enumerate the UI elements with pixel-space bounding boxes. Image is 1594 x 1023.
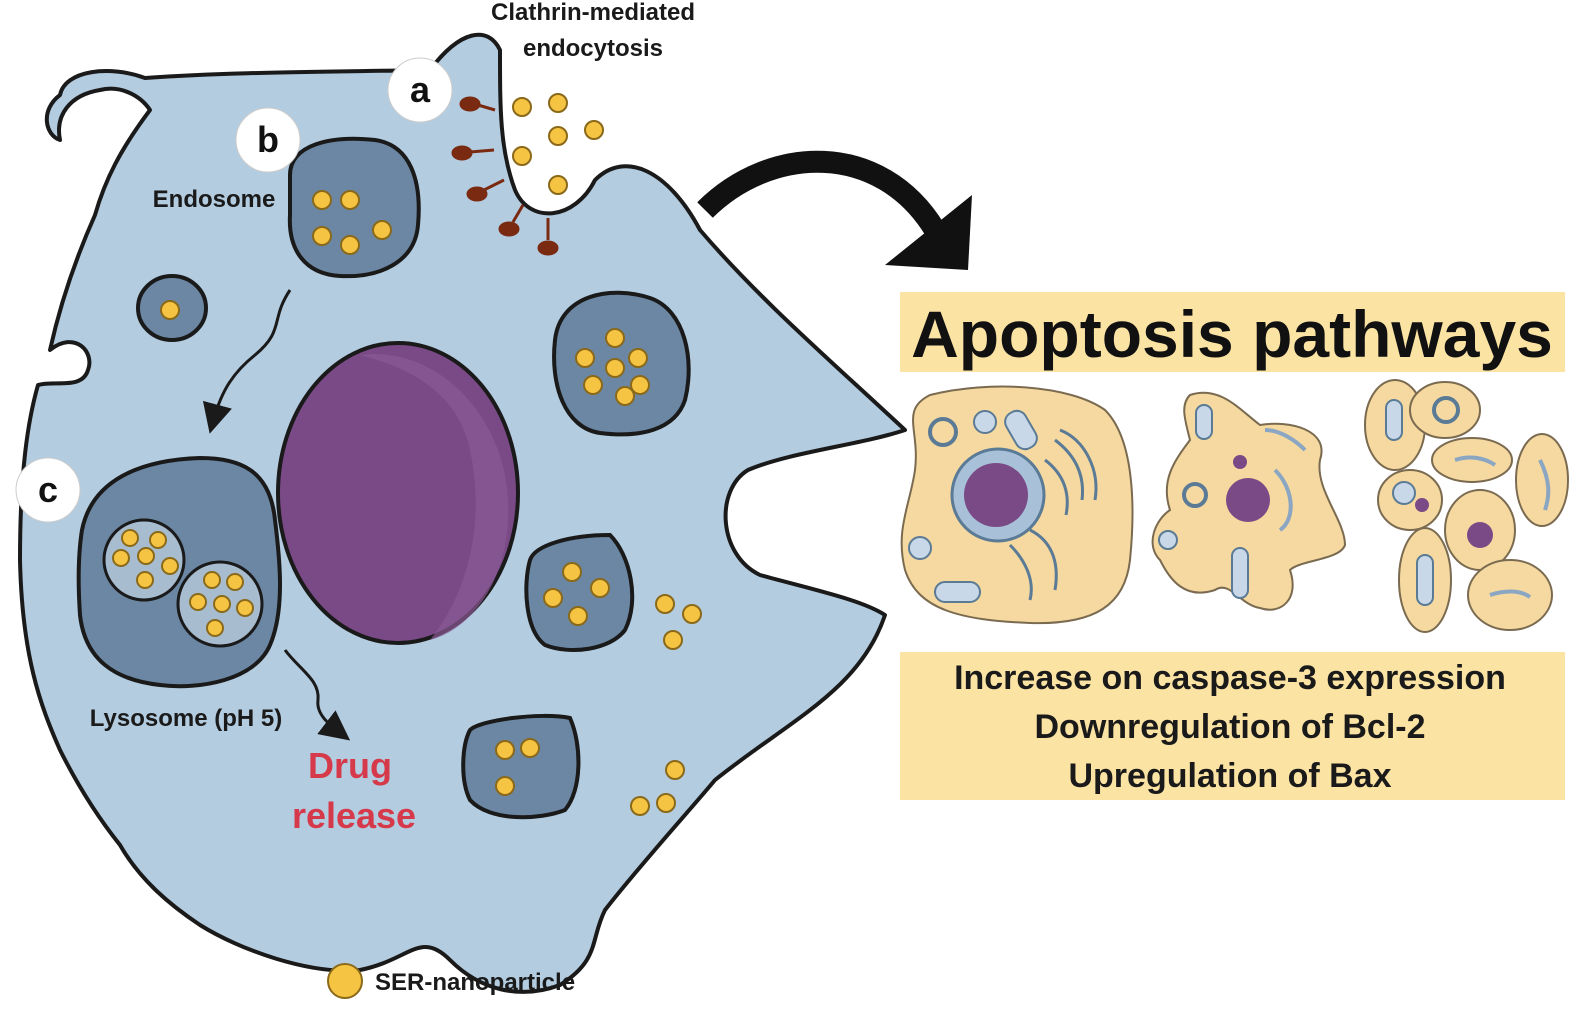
effect-caspase-3: Increase on caspase-3 expression: [954, 659, 1506, 697]
nanoparticle: [590, 578, 610, 598]
nanoparticle: [213, 595, 231, 613]
nanoparticle: [137, 547, 155, 565]
nanoparticle: [548, 93, 568, 113]
nanoparticle: [543, 588, 563, 608]
nanoparticle: [340, 190, 360, 210]
legend-label: SER-nanoparticle: [375, 969, 575, 996]
nanoparticle: [562, 562, 582, 582]
nanoparticle: [655, 594, 675, 614]
nanoparticle: [203, 571, 221, 589]
nanoparticle: [236, 599, 254, 617]
endosome-to-lysosome-arrow: [202, 289, 292, 434]
nanoparticle: [372, 220, 392, 240]
apoptosis-title: Apoptosis pathways: [911, 297, 1553, 371]
step-badge-c: c: [15, 457, 81, 523]
nanoparticle: [112, 549, 130, 567]
endocytosis-label-line2: endocytosis: [523, 35, 663, 62]
nanoparticle: [160, 300, 180, 320]
clathrin-receptors: [451, 96, 559, 256]
drug-release-label-line1: Drug: [308, 745, 392, 786]
endocytosis-label-line1: Clathrin-mediated: [491, 0, 695, 26]
pathway-arrow: [697, 150, 972, 270]
nanoparticle: [520, 738, 540, 758]
vesicle-bottom: [461, 713, 581, 820]
nanoparticle: [682, 604, 702, 624]
effect-bax: Upregulation of Bax: [1068, 757, 1391, 795]
nanoparticle: [548, 175, 568, 195]
step-label-a: a: [410, 69, 431, 110]
nucleus-highlight: [360, 354, 509, 640]
nanoparticle: [495, 776, 515, 796]
nanoparticle: [605, 328, 625, 348]
nanoparticle: [568, 606, 588, 626]
nanoparticle-icon: [327, 963, 363, 999]
nanoparticle: [583, 375, 603, 395]
step-badge-b: b: [235, 107, 301, 173]
nanoparticle: [340, 235, 360, 255]
nanoparticle: [226, 573, 244, 591]
legend: SER-nanoparticle: [327, 963, 575, 999]
apoptosis-title-box: Apoptosis pathways: [900, 292, 1565, 372]
nanoparticle: [605, 358, 625, 378]
nanoparticle: [121, 529, 139, 547]
nanoparticle: [630, 796, 650, 816]
nanoparticle: [548, 126, 568, 146]
nanoparticle: [575, 348, 595, 368]
step-badge-a: a: [387, 57, 453, 123]
nanoparticle: [630, 375, 650, 395]
drug-release-label-line2: release: [292, 795, 416, 836]
nanoparticle: [161, 557, 179, 575]
vesicle-right-middle: [524, 532, 635, 652]
nanoparticle: [584, 120, 604, 140]
apoptosis-effects-box: Increase on caspase-3 expression Downreg…: [900, 652, 1565, 800]
nanoparticles: [112, 93, 702, 816]
nanoparticle: [312, 190, 332, 210]
nanoparticle: [656, 793, 676, 813]
nanoparticle: [189, 593, 207, 611]
nanoparticle: [665, 760, 685, 780]
nanoparticle: [495, 740, 515, 760]
nanoparticle: [615, 386, 635, 406]
nanoparticle: [312, 226, 332, 246]
nanoparticle: [628, 348, 648, 368]
endosome-label: Endosome: [153, 186, 276, 213]
nanoparticle: [206, 619, 224, 637]
effect-bcl-2: Downregulation of Bcl-2: [1035, 708, 1426, 746]
nanoparticle: [136, 571, 154, 589]
drug-release-arrow: [283, 649, 351, 741]
nanoparticle: [512, 146, 532, 166]
lysosome-label: Lysosome (pH 5): [90, 705, 282, 732]
nanoparticle: [149, 531, 167, 549]
apoptotic-cell-stages: [900, 379, 1569, 633]
nanoparticle: [512, 97, 532, 117]
nucleus: [276, 341, 520, 645]
step-label-b: b: [257, 119, 279, 160]
nanoparticle: [663, 630, 683, 650]
step-label-c: c: [38, 469, 58, 510]
